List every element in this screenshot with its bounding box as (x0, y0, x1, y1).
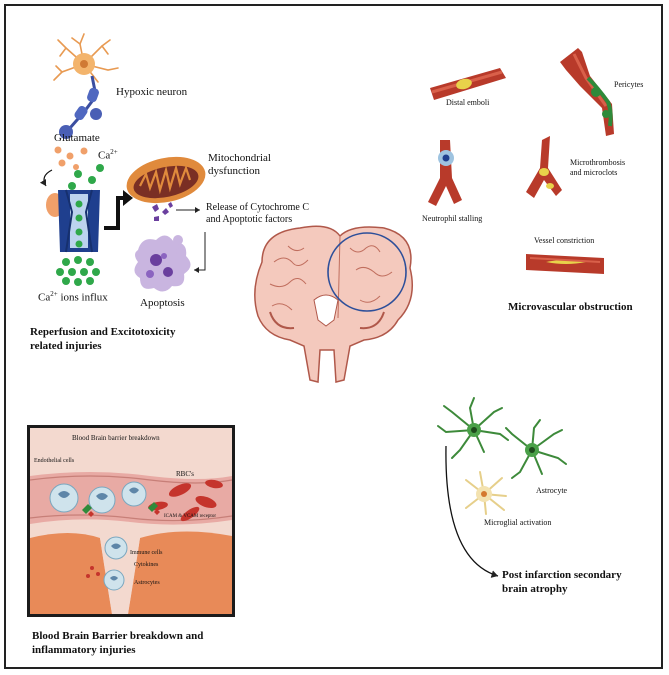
calcium-ions-influx (56, 256, 100, 286)
calcium-ions-upper (68, 164, 104, 190)
vessel-distal-emboli (430, 68, 506, 100)
astrocyte-bodies (467, 423, 539, 457)
mitochondrion (126, 156, 206, 204)
label-neutrophil-stalling: Neutrophil stalling (422, 214, 483, 223)
label-release-line2: and Apoptotic factors (206, 214, 293, 225)
label-calcium: Ca2+ (98, 148, 118, 162)
label-pericytes: Pericytes (614, 80, 644, 89)
vessel-microthrombosis (526, 136, 562, 198)
label-influx-base: Ca (38, 291, 51, 304)
bbb-label-rbc: RBC's (176, 470, 194, 478)
label-influx-sup: 2+ (50, 290, 58, 298)
label-microglial-activation: Microglial activation (484, 518, 552, 527)
label-microthrombosis-line2: and microclots (570, 168, 618, 177)
bbb-inset-panel: Blood Brain barrier breakdown Endothelia… (27, 425, 235, 617)
cytochrome-particles (152, 202, 173, 221)
title-bbb-line2: inflammatory injuries (32, 644, 136, 656)
label-astrocyte: Astrocyte (536, 486, 568, 495)
glutamate-molecules (54, 146, 88, 170)
label-influx-rest: ions influx (57, 291, 108, 304)
label-glutamate: Glutamate (54, 132, 100, 144)
bbb-label-title: Blood Brain barrier breakdown (72, 434, 160, 442)
astrocyte-cells (437, 397, 567, 479)
ion-channel (46, 189, 100, 253)
label-release-line1: Release of Cytochrome C (206, 202, 310, 213)
title-bbb-line1: Blood Brain Barrier breakdown and (32, 630, 204, 642)
hypoxic-neuron-illustration (53, 33, 119, 139)
title-microvascular: Microvascular obstruction (508, 301, 633, 313)
vessel-constriction (526, 254, 604, 274)
label-vessel-constriction: Vessel constriction (534, 236, 595, 245)
bbb-label-icam: ICAM & VCAM receptor (164, 514, 216, 519)
bbb-label-astrocytes: Astrocytes (134, 580, 160, 586)
vessel-neutrophil-stalling (428, 140, 462, 206)
brain-coronal-section (254, 225, 413, 383)
bbb-label-endothelial: Endothelial cells (34, 458, 75, 464)
title-reperfusion-line1: Reperfusion and Excitotoxicity (30, 326, 176, 338)
title-reperfusion-line2: related injuries (30, 340, 102, 352)
title-atrophy-line1: Post infarction secondary (502, 569, 622, 581)
label-apoptosis: Apoptosis (140, 297, 185, 309)
apoptotic-cell (134, 235, 191, 292)
label-mitochondrial-line2: dysfunction (208, 165, 260, 177)
label-distal-emboli: Distal emboli (446, 98, 490, 107)
label-mitochondrial-line1: Mitochondrial (208, 152, 271, 164)
figure-frame (4, 4, 663, 669)
vessel-pericytes (560, 48, 614, 136)
bbb-inset-artwork (30, 428, 232, 614)
label-microthrombosis-line1: Microthrombosis (570, 158, 626, 167)
label-calcium-base: Ca (98, 149, 111, 162)
label-calcium-sup: 2+ (110, 148, 118, 156)
bbb-label-cytokines: Cytokines (134, 562, 159, 568)
bbb-label-immune: Immune cells (130, 550, 163, 556)
label-hypoxic-neuron: Hypoxic neuron (116, 86, 188, 98)
title-atrophy-line2: brain atrophy (502, 583, 568, 595)
label-calcium-influx: Ca2+ ions influx (38, 290, 108, 304)
